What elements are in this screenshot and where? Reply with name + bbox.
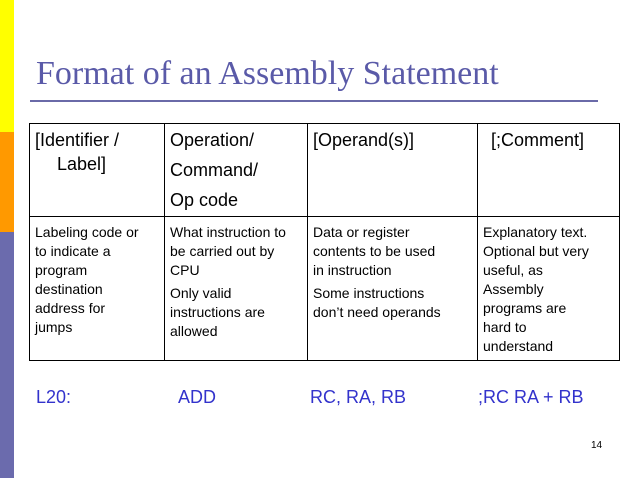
desc-line: instructions are	[170, 304, 265, 320]
accent-bar-orange	[0, 132, 14, 232]
example-operands: RC, RA, RB	[310, 387, 407, 407]
header-cell-label: [Identifier / Label]	[29, 123, 165, 217]
table-header-row: [Identifier / Label] Operation/ Command/…	[29, 123, 620, 217]
desc-line: program	[35, 262, 88, 278]
desc-cell-comment: Explanatory text. Optional but very usef…	[477, 216, 620, 361]
desc-line: in instruction	[313, 262, 392, 278]
desc-line: Optional but very	[483, 243, 589, 259]
desc-line: hard to	[483, 319, 527, 335]
desc-line: Assembly	[483, 281, 544, 297]
page-number: 14	[591, 440, 603, 451]
example-comment-prefix: ;RC	[478, 387, 514, 407]
desc-line: Labeling code or	[35, 224, 139, 240]
header-cell-operation: Operation/ Command/ Op code	[164, 123, 308, 217]
desc-cell-label: Labeling code or to indicate a program d…	[29, 216, 165, 361]
desc-line: address for	[35, 300, 106, 316]
header-cell-comment: [;Comment]	[477, 123, 620, 217]
desc-cell-operation: What instruction to be carried out by CP…	[164, 216, 308, 361]
desc-line: CPU	[170, 262, 200, 278]
example-label: L20:	[36, 387, 72, 407]
header-line: Label]	[57, 154, 107, 174]
example-comment: ;RC RA + RB	[478, 386, 584, 408]
desc-line: understand	[483, 338, 554, 354]
desc-line: be carried out by	[170, 243, 275, 259]
desc-line: destination	[35, 281, 103, 297]
desc-line: allowed	[170, 323, 218, 339]
desc-line: Only valid	[170, 285, 232, 301]
title-underline	[30, 100, 598, 102]
slide-title: Format of an Assembly Statement	[36, 55, 499, 92]
assembly-format-table: [Identifier / Label] Operation/ Command/…	[29, 123, 620, 361]
desc-line: to indicate a	[35, 243, 111, 259]
header-line: [;Comment]	[491, 130, 585, 150]
header-line: Command/	[170, 160, 259, 180]
desc-line: Explanatory text.	[483, 224, 588, 240]
desc-cell-operands: Data or register contents to be used in …	[307, 216, 478, 361]
example-comment-suffix: RA + RB	[514, 387, 584, 407]
header-line: [Identifier /	[35, 130, 120, 150]
desc-line: Data or register	[313, 224, 410, 240]
header-line: Operation/	[170, 130, 255, 150]
desc-line: programs are	[483, 300, 567, 316]
desc-line: useful, as	[483, 262, 543, 278]
desc-line: What instruction to	[170, 224, 286, 240]
header-line: [Operand(s)]	[313, 130, 415, 150]
header-line: Op code	[170, 190, 239, 210]
desc-line: contents to be used	[313, 243, 436, 259]
desc-line: don’t need operands	[313, 304, 441, 320]
desc-line: Some instructions	[313, 285, 425, 301]
accent-bar-blue	[0, 232, 14, 478]
example-operation: ADD	[178, 387, 217, 407]
accent-bar-yellow	[0, 0, 14, 132]
table-description-row: Labeling code or to indicate a program d…	[29, 216, 620, 361]
header-cell-operands: [Operand(s)]	[307, 123, 478, 217]
desc-line: jumps	[35, 319, 73, 335]
